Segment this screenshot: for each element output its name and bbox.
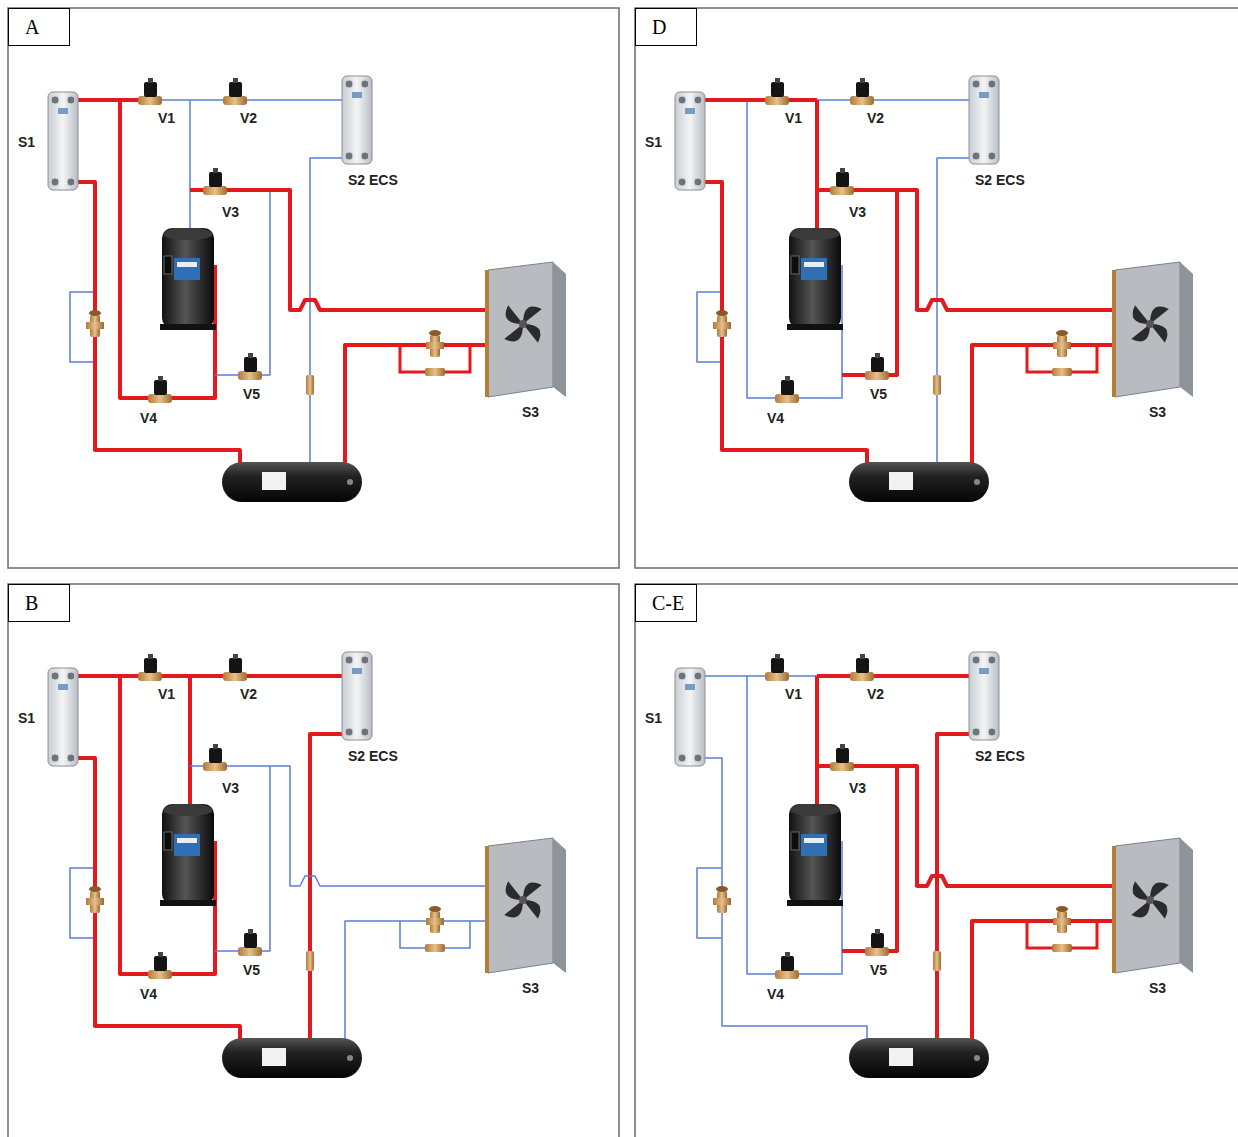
- pipe: [937, 158, 972, 468]
- circuit-panel: [635, 584, 1238, 1137]
- component-label: S2 ECS: [975, 172, 1025, 188]
- component-label: V5: [870, 386, 887, 402]
- circuit-panel: [8, 584, 619, 1137]
- component-label: S1: [645, 710, 662, 726]
- panel-letter: A: [25, 16, 69, 38]
- pipe: [842, 766, 897, 951]
- panel-tag: D: [635, 8, 697, 46]
- component-label: V5: [243, 386, 260, 402]
- component-label: S2 ECS: [348, 748, 398, 764]
- pipe: [190, 766, 488, 886]
- pipe: [78, 182, 240, 468]
- component-label: V1: [158, 686, 175, 702]
- component-label: S3: [522, 404, 539, 420]
- pipe: [817, 674, 972, 678]
- component-label: V3: [222, 780, 239, 796]
- component-label: V4: [767, 410, 784, 426]
- pipe: [345, 921, 488, 1044]
- component-label: V4: [140, 986, 157, 1002]
- pipe: [817, 766, 1115, 886]
- panel-tag: C-E: [635, 584, 697, 622]
- pipe: [190, 674, 345, 678]
- pipe: [345, 345, 488, 468]
- panel-tag: A: [8, 8, 70, 46]
- pipe: [705, 182, 867, 468]
- component-label: S3: [1149, 404, 1166, 420]
- pipe: [78, 758, 240, 1044]
- component-label: S2 ECS: [975, 748, 1025, 764]
- pipe: [937, 734, 972, 1044]
- component-label: V2: [867, 686, 884, 702]
- pipe: [120, 676, 215, 974]
- component-label: V3: [849, 204, 866, 220]
- circuit-panel: [635, 8, 1238, 568]
- panel-letter: D: [652, 16, 696, 38]
- component-label: V5: [243, 962, 260, 978]
- pipe: [310, 734, 345, 1044]
- pipe: [747, 100, 842, 398]
- component-label: S1: [645, 134, 662, 150]
- pipe: [310, 158, 345, 468]
- component-label: V4: [140, 410, 157, 426]
- component-label: V2: [240, 110, 257, 126]
- component-label: V4: [767, 986, 784, 1002]
- panel-letter: B: [25, 592, 69, 614]
- pipe: [842, 190, 897, 375]
- component-label: S2 ECS: [348, 172, 398, 188]
- component-label: V3: [849, 780, 866, 796]
- component-label: V5: [870, 962, 887, 978]
- component-label: S1: [18, 134, 35, 150]
- pipe: [189, 100, 191, 228]
- pipe: [815, 676, 819, 804]
- component-label: V1: [785, 686, 802, 702]
- pipe: [120, 100, 215, 398]
- pipe: [705, 758, 867, 1044]
- component-label: S1: [18, 710, 35, 726]
- pipe: [972, 345, 1115, 468]
- pipe: [815, 100, 819, 228]
- component-label: S3: [522, 980, 539, 996]
- pipe: [817, 99, 972, 101]
- panel-tag: B: [8, 584, 70, 622]
- pipe: [190, 99, 345, 101]
- pipe: [215, 766, 270, 951]
- component-label: S3: [1149, 980, 1166, 996]
- pipe: [817, 190, 1115, 310]
- pipe: [747, 676, 842, 974]
- pipe: [215, 190, 270, 375]
- component-label: V2: [867, 110, 884, 126]
- component-label: V3: [222, 204, 239, 220]
- pipe: [972, 921, 1115, 1044]
- pipe: [188, 676, 192, 804]
- component-label: V1: [158, 110, 175, 126]
- circuit-panel: [8, 8, 619, 568]
- component-label: V1: [785, 110, 802, 126]
- pipe: [190, 190, 488, 310]
- component-label: V2: [240, 686, 257, 702]
- panel-letter: C-E: [652, 592, 696, 614]
